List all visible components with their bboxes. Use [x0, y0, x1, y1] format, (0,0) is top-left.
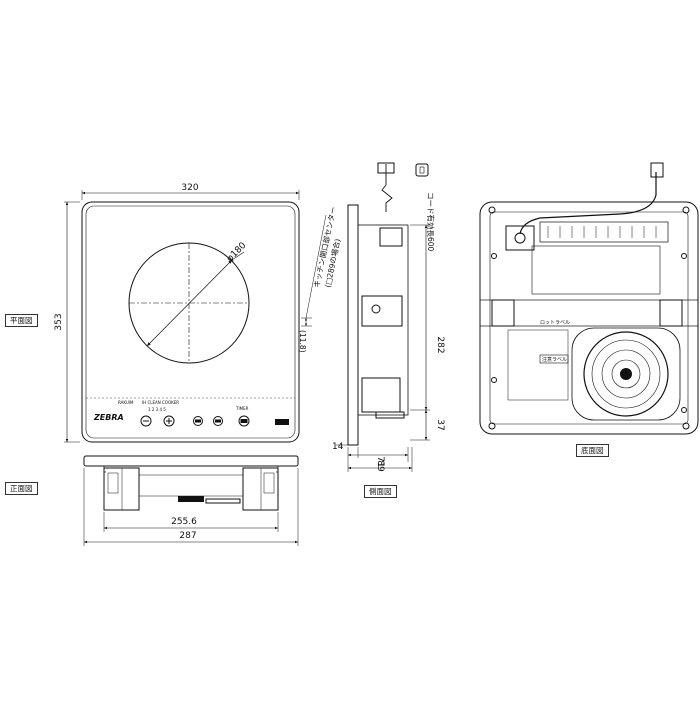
side-top-thickness-dim: 14	[332, 442, 344, 452]
side-depth-89-dim: 89	[375, 460, 385, 472]
side-top-plate	[347, 204, 359, 446]
front-right-foot	[242, 467, 279, 511]
plug-face	[415, 163, 429, 177]
panel-label-left: RAKUIM	[118, 400, 134, 405]
view-label-side: 側面図	[364, 485, 397, 498]
front-top-plate	[83, 455, 299, 467]
offset-dim: (11.8)	[298, 330, 307, 353]
side-height-dim: 282	[435, 336, 445, 353]
front-view	[83, 455, 299, 546]
plan-outline	[81, 201, 300, 443]
view-label-bottom: 底面図	[576, 444, 609, 457]
plan-view	[64, 190, 327, 443]
bottom-outline	[479, 201, 699, 435]
side-lower-dim: 37	[435, 419, 445, 430]
panel-label-mid: IH CLEAN COOKER	[142, 400, 179, 405]
plan-inner-outline	[85, 205, 296, 439]
view-label-front: 正面図	[5, 482, 38, 495]
front-inner-width-dim: 255.6	[171, 517, 197, 527]
side-depth-71-dim: 71	[375, 456, 385, 467]
bottom-caution-label: 注意ラベル	[542, 356, 567, 363]
front-left-foot	[103, 467, 140, 511]
side-view	[336, 162, 430, 472]
panel-brand: ZEBRA	[93, 413, 124, 422]
side-plug	[377, 162, 395, 174]
side-body	[357, 224, 409, 416]
panel-timer-label: TIMER	[235, 406, 249, 411]
bottom-note-label: ロットラベル	[540, 320, 570, 326]
bottom-view	[479, 162, 699, 435]
burner-diameter-dim: φ180	[225, 241, 249, 265]
view-label-plan: 平面図	[5, 314, 38, 327]
cord-length-label: コード有効長600	[426, 192, 436, 252]
plan-width-dim: 320	[181, 183, 198, 193]
plan-height-dim: 353	[54, 313, 64, 330]
panel-label-right: 1 2 3 4 5	[148, 407, 166, 412]
front-width-dim: 287	[179, 531, 196, 541]
